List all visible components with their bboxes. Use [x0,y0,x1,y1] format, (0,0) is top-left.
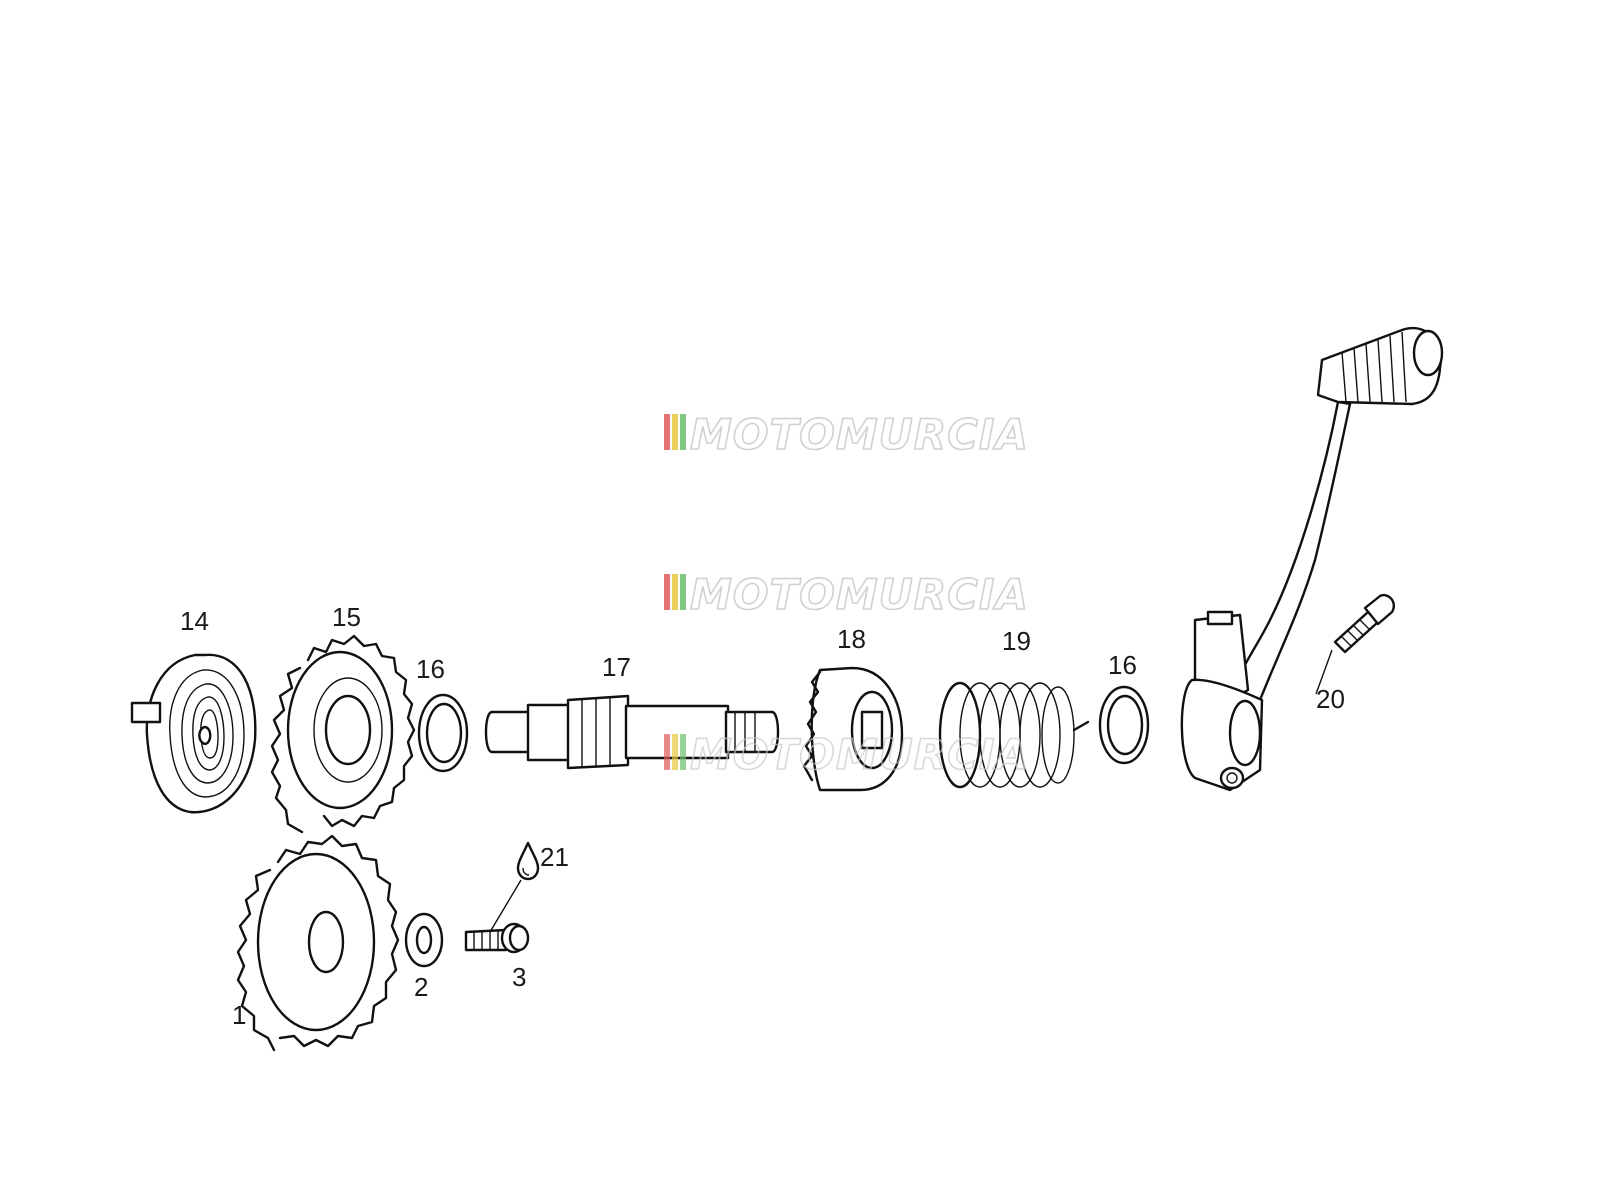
part-2-washer [404,912,444,968]
label-part-2: 2 [414,972,428,1002]
part-19-coil-spring [938,681,1090,789]
part-18-ratchet [802,666,904,792]
watermark-bottom: MOTOMURCIA [664,729,1029,780]
watermark-top: MOTOMURCIA [664,409,1029,460]
part-15-gear [270,634,416,834]
label-part-18: 18 [837,624,866,654]
part-20-bolt [1333,593,1395,654]
label-part-15: 15 [332,602,361,632]
label-part-19: 19 [1002,626,1031,656]
label-part-1: 1 [232,1000,246,1030]
label-part-16-left: 16 [416,654,445,684]
part-20-leader-line [1315,649,1333,695]
watermark-text: MOTOMURCIA [690,730,1029,779]
part-17-shaft [484,694,780,770]
part-3-screw [464,922,530,954]
part-20-kickstart-lever [1180,327,1444,792]
label-part-21: 21 [540,842,569,872]
part-21-leader-line [489,879,522,933]
watermark-text: MOTOMURCIA [690,410,1029,459]
label-part-14: 14 [180,606,209,636]
oil-drop-icon [516,841,540,881]
label-part-3: 3 [512,962,526,992]
label-part-16-right: 16 [1108,650,1137,680]
part-1-gear [236,834,400,1052]
part-16-washer-right [1098,685,1150,765]
watermark-middle: MOTOMURCIA [664,569,1029,620]
label-part-20: 20 [1316,684,1345,714]
part-14-spiral-spring [130,653,257,814]
label-part-17: 17 [602,652,631,682]
part-16-washer-left [417,693,469,773]
watermark-text: MOTOMURCIA [690,570,1029,619]
